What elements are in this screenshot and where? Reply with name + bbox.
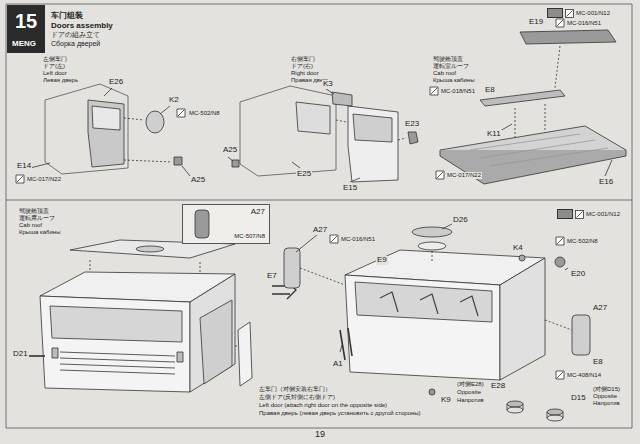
- brand-logo: MENG: [11, 40, 37, 49]
- left-door-drawing: [30, 84, 190, 176]
- instruction-text: ドア(左): [42, 63, 66, 70]
- panel-divider: [6, 200, 632, 201]
- instruction-text: (对侧E28): [456, 381, 485, 388]
- part-number: E25: [296, 170, 312, 179]
- part-number: K3: [322, 80, 334, 89]
- paint-code: MC-502/N8: [188, 110, 221, 117]
- step-title: Сборка дверей: [50, 40, 101, 48]
- instruction-text: Right door: [290, 70, 320, 77]
- paint-legend: MC-001/N12: [546, 8, 611, 18]
- color-swatch: [547, 8, 563, 18]
- step-number: 15: [15, 10, 37, 32]
- part-number: A1: [332, 360, 344, 369]
- part-number: A25: [222, 146, 238, 155]
- instruction-text: ドア(右): [290, 63, 314, 70]
- part-number: E8: [592, 358, 604, 367]
- part-number: E14: [16, 162, 32, 171]
- step-title: ドアの組み立て: [50, 31, 101, 39]
- paint-code: MC-001/N12: [586, 211, 620, 218]
- mirror-part: [195, 210, 209, 238]
- paint-code: MC-502/N8: [566, 238, 599, 245]
- right-door-drawing: [228, 86, 418, 182]
- paint-code: MC-016/N51: [566, 20, 602, 27]
- part-number: D26: [452, 216, 469, 225]
- mirror-part-icon: [187, 208, 217, 240]
- cab-assembled-drawing: [28, 240, 252, 392]
- instruction-text: Напротив: [592, 400, 621, 407]
- color-swatch: [557, 209, 573, 219]
- paint-code: MC-001/N12: [576, 10, 610, 17]
- instruction-text: 驾驶舱顶盖: [18, 208, 50, 215]
- instruction-text: Opposite: [456, 389, 482, 396]
- instruction-text: Крыша кабины: [18, 229, 61, 236]
- part-number: K11: [486, 130, 502, 139]
- paint-icon-brush: [567, 10, 573, 16]
- part-number: A27: [312, 226, 328, 235]
- part-number: E19: [528, 18, 544, 27]
- instruction-text: 驾驶舱顶盖: [432, 56, 464, 63]
- part-number: E23: [404, 120, 420, 129]
- paint-icon: [575, 210, 584, 219]
- paint-detail-box: A27MC-507/N8: [182, 204, 270, 244]
- page-number: 19: [314, 430, 326, 440]
- part-number: D15: [570, 394, 587, 403]
- paint-code: MC-017/N22: [26, 176, 62, 183]
- part-number: E26: [108, 78, 124, 87]
- part-number: E7: [266, 272, 278, 281]
- step-title: 车门组装: [50, 12, 84, 21]
- part-number: E8: [484, 86, 496, 95]
- instruction-text: 運転席ルーフ: [18, 215, 56, 222]
- step-number-box: 15: [7, 5, 45, 37]
- paint-icon-frame: [576, 210, 584, 218]
- instruction-text: (对侧D15): [592, 386, 621, 393]
- instruction-text: Cab roof: [432, 70, 457, 77]
- instruction-text: 左车门（对侧安装右车门）: [258, 386, 332, 393]
- paint-icon-brush: [577, 211, 583, 217]
- paint-icon: [565, 9, 574, 18]
- part-number: A27: [251, 208, 265, 217]
- instruction-text: 左側ドア(反対側に右側ドア): [258, 394, 336, 401]
- instruction-text: Left door (attach right door on the oppo…: [258, 402, 388, 409]
- part-number: K9: [440, 396, 452, 405]
- part-number: E9: [376, 256, 388, 265]
- part-number: E20: [570, 270, 586, 279]
- instruction-text: Left door: [42, 70, 68, 77]
- paint-legend: MC-001/N12: [556, 209, 621, 219]
- instruction-text: Левая дверь: [42, 77, 79, 84]
- paint-icon: [16, 19, 564, 379]
- instruction-text: 右侧车门: [290, 56, 316, 63]
- part-number: K2: [168, 96, 180, 105]
- part-number: E15: [342, 184, 358, 193]
- instruction-text: Opposite: [592, 393, 618, 400]
- instruction-text: Напротив: [456, 397, 485, 404]
- part-number: A27: [592, 304, 608, 313]
- step-tab: [7, 5, 45, 53]
- paint-icon-frame: [566, 9, 574, 17]
- part-number: D21: [12, 350, 29, 359]
- part-number: E28: [490, 382, 506, 391]
- instruction-text: Cab roof: [18, 222, 43, 229]
- step-title: Doors assembly: [50, 22, 114, 31]
- paint-code: MC-017/N22: [446, 172, 482, 179]
- instruction-text: 左侧车门: [42, 56, 68, 63]
- paint-code: MC-016/N51: [340, 236, 376, 243]
- paint-code: MC-018/N51: [440, 88, 476, 95]
- page-frame: [6, 4, 632, 428]
- paint-code: MC-408/N14: [566, 372, 602, 379]
- instruction-text: Правая дверь (левая дверь установить с д…: [258, 410, 422, 417]
- cab-roof-drawing: [440, 30, 626, 184]
- instruction-text: Крыша кабины: [432, 77, 475, 84]
- part-number: E16: [598, 178, 614, 187]
- part-number: A25: [190, 176, 206, 185]
- instruction-text: 運転室ルーフ: [432, 63, 470, 70]
- paint-code: MC-507/N8: [234, 233, 265, 240]
- part-number: K4: [512, 244, 524, 253]
